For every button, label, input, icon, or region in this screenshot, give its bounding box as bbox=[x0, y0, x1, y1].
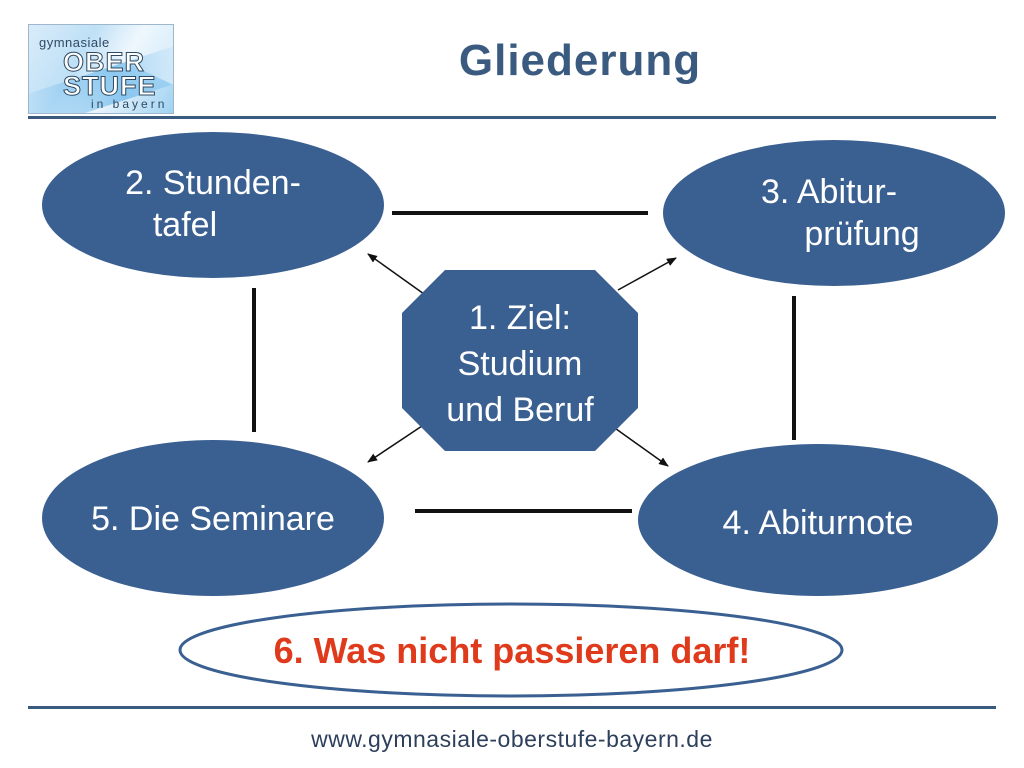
node-stundentafel-shape bbox=[42, 132, 384, 278]
node-abiturpruefung-line1: 3. Abitur- bbox=[760, 173, 898, 211]
logo-text-ober: OBER bbox=[62, 47, 146, 77]
warning-oval bbox=[178, 602, 844, 698]
node-stundentafel-line2: tafel bbox=[152, 206, 218, 244]
node-seminare: 5. Die Seminare bbox=[43, 498, 383, 540]
node-abiturnote-shape bbox=[638, 444, 998, 596]
node-center-shape bbox=[402, 270, 638, 451]
node-abiturpruefung-line2: prüfung bbox=[804, 215, 920, 253]
node-center-line1: 1. Ziel: bbox=[468, 299, 572, 337]
node-center-line3: und Beruf bbox=[446, 391, 594, 429]
node-stundentafel-line1: 2. Stunden- bbox=[125, 164, 301, 202]
arrow-to-abiturnote bbox=[611, 425, 669, 467]
node-abiturnote: 4. Abiturnote bbox=[640, 502, 996, 544]
arrow-to-seminare bbox=[367, 425, 423, 463]
node-abiturpruefung: 3. Abitur- prüfung bbox=[664, 171, 1004, 255]
node-abiturpruefung-shape bbox=[663, 140, 1005, 286]
footer-url[interactable]: www.gymnasiale-oberstufe-bayern.de bbox=[311, 726, 713, 752]
node-stundentafel: 2. Stunden- tafel bbox=[43, 162, 383, 246]
top-divider bbox=[28, 116, 996, 119]
page-title: Gliederung bbox=[458, 36, 702, 85]
node-seminare-shape bbox=[42, 440, 384, 596]
logo-text-gymnasiale: gymnasiale bbox=[39, 35, 110, 50]
node-abiturnote-line1: 4. Abiturnote bbox=[722, 504, 914, 542]
logo-text-stufe: STUFE bbox=[63, 71, 157, 101]
logo: gymnasiale OBER STUFE in bayern bbox=[28, 24, 174, 114]
node-center: 1. Ziel: Studium und Beruf bbox=[402, 295, 638, 433]
node-center-line2: Studium bbox=[457, 345, 583, 383]
arrow-to-abiturpruefung bbox=[617, 257, 677, 291]
logo-text-in-bayern: in bayern bbox=[91, 97, 168, 111]
warning-text: 6. Was nicht passieren darf! bbox=[273, 630, 751, 671]
node-seminare-line1: 5. Die Seminare bbox=[91, 500, 335, 538]
bottom-divider bbox=[28, 706, 996, 709]
arrow-to-stundentafel bbox=[367, 253, 425, 295]
